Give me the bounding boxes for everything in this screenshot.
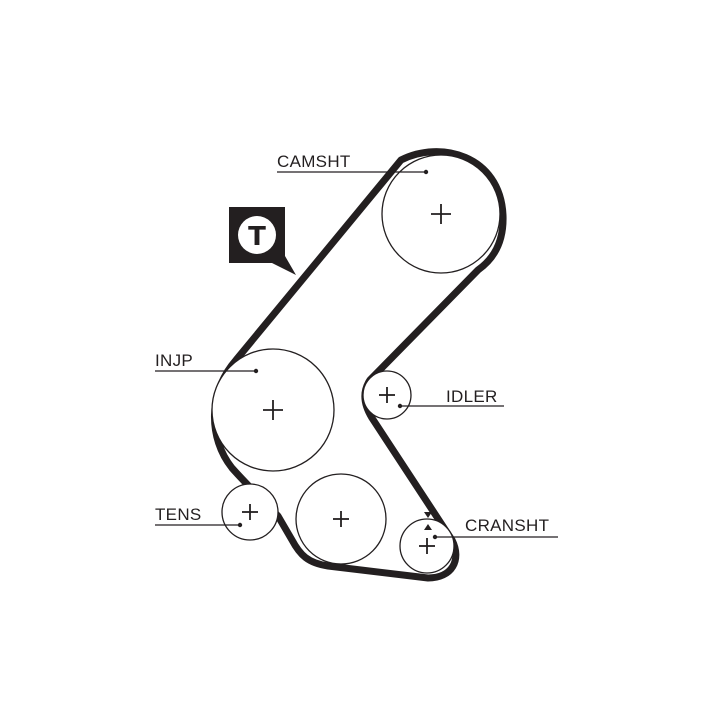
- crankshaft-timing-mark-bottom: [424, 524, 432, 530]
- injection-pump-label: INJP: [155, 351, 193, 370]
- tensioner-pulley: [221, 483, 279, 541]
- timing-belt: [211, 148, 507, 582]
- timing-badge: T: [229, 207, 296, 275]
- middle-pulley: [295, 473, 387, 565]
- tensioner-label: TENS: [155, 505, 202, 524]
- injection-pump-pulley: [211, 348, 335, 472]
- crankshaft-timing-mark-top: [424, 512, 432, 518]
- crankshaft-label: CRANSHT: [465, 516, 549, 535]
- badge-letter: T: [248, 222, 266, 252]
- camshaft-pulley: [381, 154, 501, 274]
- idler-pulley: [362, 370, 412, 420]
- idler-label: IDLER: [446, 387, 498, 406]
- badge-circle: [238, 216, 276, 254]
- crankshaft-pulley: [399, 518, 455, 574]
- camshaft-label: CAMSHT: [277, 152, 351, 171]
